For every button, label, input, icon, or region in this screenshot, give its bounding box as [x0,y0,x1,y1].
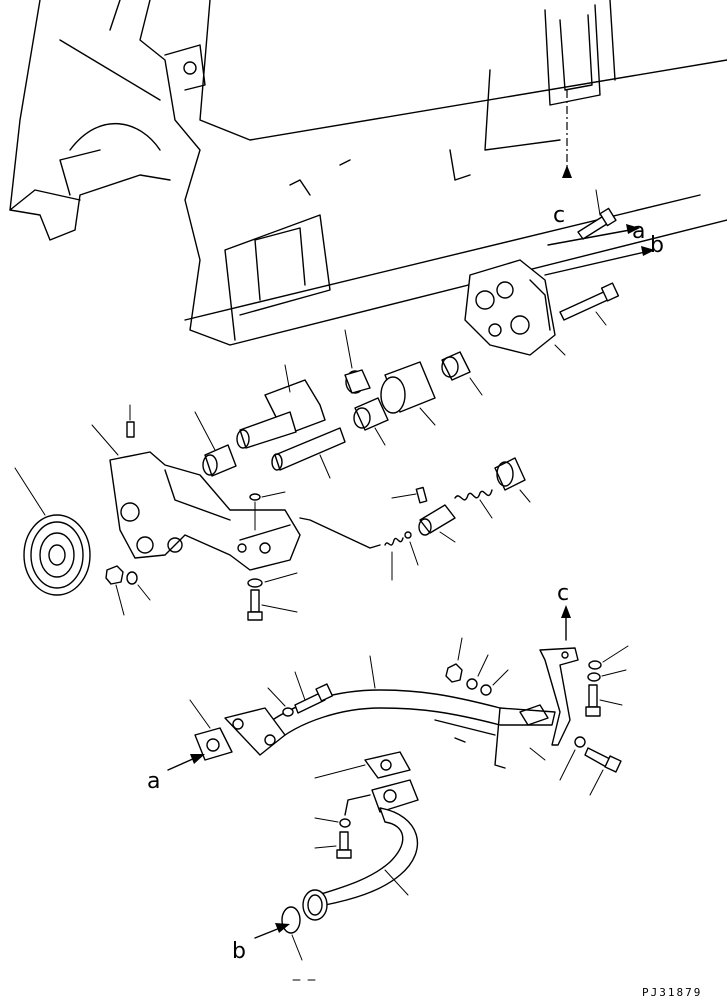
bolt-flange-lower [314,831,352,859]
arrow-b-line: b [544,233,664,276]
valve-ball [404,531,419,566]
pump-body [91,424,301,571]
bracket [539,647,579,746]
nut-center [445,637,463,683]
washer-left [126,571,151,601]
driven-shaft [271,427,346,479]
pump-drive-gear [14,467,91,596]
bolt-upper [577,189,617,240]
valve-small-spring [384,537,404,581]
strainer-gasket [281,906,303,961]
label-c-top: c [553,203,565,228]
driven-gear [380,361,436,426]
nut-left [105,565,125,616]
label-b-left: b [232,939,246,964]
pipe-flange-upper [224,707,286,756]
gasket-upper [189,699,233,761]
label-b-top: b [650,233,664,258]
washer-center-2 [480,669,509,696]
valve-spring [454,489,493,519]
pump-cover [464,259,566,356]
washer-right-2 [587,669,627,682]
pin-mid [249,491,286,531]
bolt-cover [559,282,620,326]
washer-flange-lower [314,794,371,828]
pin-valve [391,486,428,504]
washer-center-1 [466,654,489,690]
label-a-top: a [632,219,645,244]
gasket-lower [314,751,411,779]
pipe-flange-lower [371,779,419,813]
arrow-a-line: a [547,219,645,246]
valve-plug [494,457,531,503]
bolt-right [585,684,623,717]
washer-right-1 [588,645,629,670]
drawing-code: PJ31879 [642,986,702,999]
bushing-4 [194,411,237,477]
reference-arrow-b-left: b [232,923,290,964]
bushing-2 [441,351,483,396]
pin-top [126,404,135,438]
washer-right-3 [559,736,586,781]
bushing-3 [353,397,389,446]
bolt-bottom [247,589,298,621]
drive-gear-shaft [236,364,326,449]
reference-arrow-c-mid: c [557,581,571,641]
label-a-left: a [147,769,160,794]
bolt-right-2 [584,747,622,796]
reference-arrow-a-left: a [147,754,205,794]
suction-pipe-lower [302,807,419,921]
reference-line-c: c [553,90,572,228]
bushing-1 [344,329,371,394]
washer-bottom [247,572,298,588]
relief-port-line [299,517,381,549]
suction-pipe-upper [264,655,556,769]
engine-block [9,0,727,346]
label-c-mid: c [557,581,569,606]
bolt-flange [267,671,334,717]
valve-piston [418,504,456,543]
